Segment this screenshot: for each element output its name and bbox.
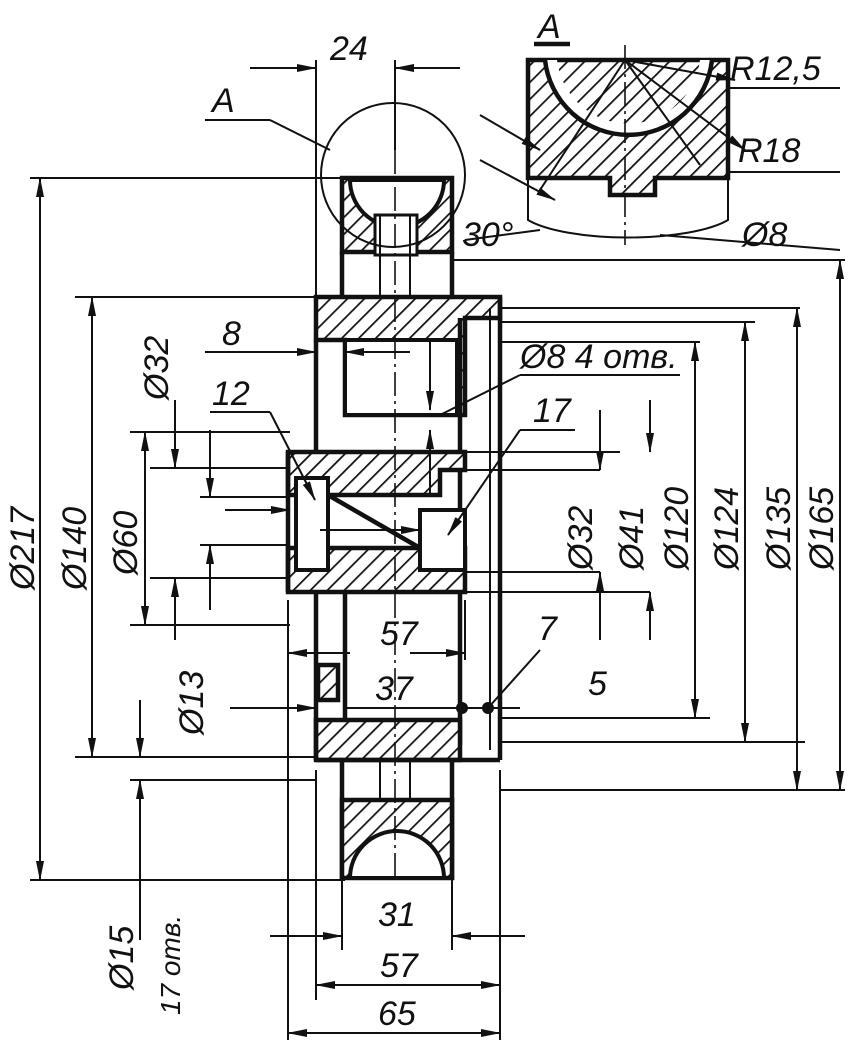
dim-d124: Ø124 <box>708 487 746 571</box>
dim-d60: Ø60 <box>107 511 145 576</box>
label-angle-30: 30° <box>462 216 513 254</box>
detail-circle <box>320 102 466 248</box>
dim-37: 37 <box>375 670 414 708</box>
dim-17-holes: 17 отв. <box>155 915 186 1015</box>
upper-rim <box>339 175 455 298</box>
dim-d32-left: Ø32 <box>138 336 176 401</box>
dim-d165: Ø165 <box>803 487 841 571</box>
dim-d8-4-holes: Ø8 4 отв. <box>519 338 678 376</box>
dim-d32-right: Ø32 <box>562 506 600 571</box>
section-label: A <box>210 82 235 120</box>
label-d8-detail: Ø8 <box>741 216 787 254</box>
label-r18: R18 <box>738 132 800 170</box>
hub <box>285 449 468 595</box>
dim-d41: Ø41 <box>613 506 651 571</box>
dim-d140: Ø140 <box>56 507 94 591</box>
dim-65: 65 <box>378 995 416 1033</box>
dim-d135: Ø135 <box>760 487 798 571</box>
detail-view-a: A R12,5 R18 30° Ø8 <box>462 8 841 254</box>
lower-rim <box>339 760 455 881</box>
dim-7: 7 <box>538 610 558 648</box>
dim-d217: Ø217 <box>4 506 42 591</box>
label-r12-5: R12,5 <box>730 50 821 88</box>
main-section-view: A <box>205 82 503 881</box>
dim-57-top: 57 <box>380 615 419 653</box>
lower-web <box>313 592 500 763</box>
dim-12: 12 <box>212 375 250 413</box>
dim-31: 31 <box>378 896 416 934</box>
dim-d15: Ø15 <box>103 926 141 991</box>
dim-57-bottom: 57 <box>380 947 419 985</box>
dim-24: 24 <box>329 30 368 68</box>
dimensions: 24 Ø217 Ø140 Ø60 Ø32 Ø13 <box>4 30 845 1040</box>
view-label: A <box>536 8 561 46</box>
dim-d13: Ø13 <box>173 671 211 736</box>
dim-5: 5 <box>588 665 607 703</box>
dim-17: 17 <box>533 392 572 430</box>
dim-8: 8 <box>222 315 241 353</box>
dim-d120: Ø120 <box>658 487 696 571</box>
